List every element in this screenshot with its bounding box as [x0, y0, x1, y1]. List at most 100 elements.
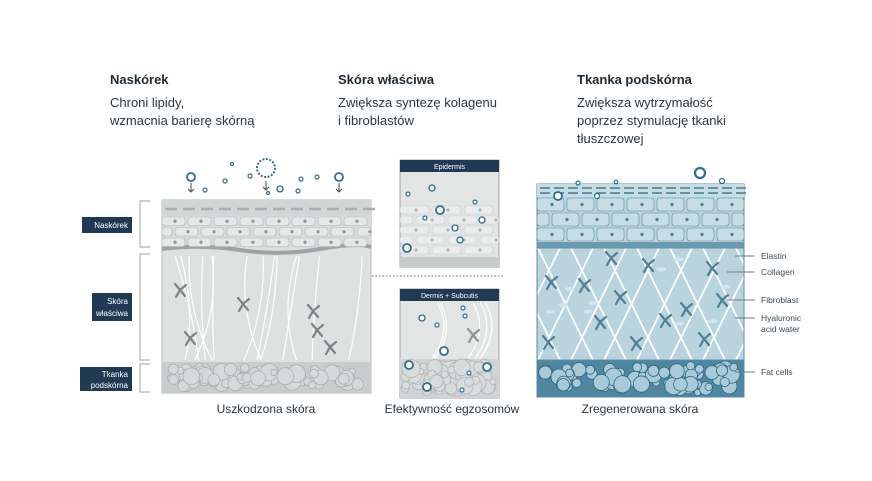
cell-nucleus — [414, 228, 418, 232]
fat-cell — [704, 382, 713, 392]
hyaluronic-droplet — [564, 286, 575, 291]
cell-nucleus — [730, 202, 734, 207]
fat-cell — [565, 368, 574, 378]
fat-cell — [464, 377, 474, 387]
fat-cell — [585, 364, 595, 375]
fat-cell — [716, 364, 729, 377]
collagen-fiber — [479, 302, 493, 359]
collagen-fiber — [348, 255, 363, 361]
label-epidermis: Naskórek — [82, 217, 132, 233]
legend-hyaluronic: acid water — [761, 324, 800, 334]
regenerated-skin-panel — [504, 183, 792, 398]
fat-cell — [694, 364, 705, 374]
cell-nucleus — [251, 240, 255, 244]
exosome-icon — [718, 177, 726, 185]
column-desc-line: i fibroblastów — [338, 113, 414, 128]
exosome-icon — [428, 184, 436, 192]
cell-nucleus — [580, 202, 584, 207]
hyaluronic-droplet — [557, 303, 568, 308]
exosome-icon — [553, 191, 563, 201]
collagen-fiber — [201, 255, 206, 361]
fat-cell — [182, 367, 201, 386]
exosome-icon — [482, 362, 492, 372]
collagen-fiber — [287, 255, 298, 361]
fibroblast-icon — [236, 296, 251, 313]
cell-nucleus — [355, 219, 359, 223]
column-desc-line: wzmacnia barierę skórną — [109, 113, 255, 128]
inset-dermis-subcutis: Dermis + Subcutis — [399, 288, 500, 399]
fibroblast-icon — [306, 303, 321, 320]
fat-cell — [647, 364, 660, 377]
cell-nucleus — [277, 219, 281, 223]
caption-regenerated: Zregenerowana skóra — [582, 402, 699, 416]
skin-cell — [479, 235, 500, 245]
label-dermis: Skóra właściwa — [92, 293, 132, 321]
exosome-icon — [222, 178, 228, 184]
exosome-icon — [265, 190, 271, 196]
cell-nucleus — [550, 232, 554, 237]
collagen-fiber — [434, 302, 447, 359]
fat-cell — [250, 370, 266, 387]
svg-text:Epidermis: Epidermis — [434, 164, 466, 171]
exosome-icon — [472, 199, 478, 205]
exosome-icon — [466, 370, 472, 376]
cell-nucleus — [290, 230, 294, 234]
exosome-icon — [202, 187, 208, 193]
caption-damaged: Uszkodzona skóra — [217, 402, 316, 416]
cell-nucleus — [173, 219, 177, 223]
svg-text:podskórna: podskórna — [91, 381, 129, 390]
cell-nucleus — [329, 240, 333, 244]
collagen-fiber — [669, 247, 726, 361]
damaged-skin-panel — [161, 199, 375, 394]
fat-cell — [307, 380, 317, 390]
fibroblast-icon — [697, 331, 712, 348]
arrow-down-icon — [335, 183, 343, 193]
cell-nucleus — [277, 240, 281, 244]
fat-cell — [440, 370, 449, 379]
fat-cell — [729, 362, 738, 372]
caption-exosomes: Efektywność egzosomów — [385, 402, 520, 416]
cell-nucleus — [414, 248, 418, 252]
cell-nucleus — [610, 232, 614, 237]
legend-fibroblast: Fibroblast — [761, 295, 799, 305]
hyaluronic-droplet — [674, 321, 685, 326]
collagen-fiber — [194, 255, 215, 361]
svg-text:Dermis + Subcutis: Dermis + Subcutis — [421, 293, 478, 300]
collagen-fiber — [474, 302, 488, 359]
fibroblast-icon — [466, 327, 481, 344]
fibroblast-icon — [613, 289, 628, 306]
cell-nucleus — [580, 232, 584, 237]
column-desc-line: Zwiększa syntezę kolagenu — [338, 95, 497, 110]
exosome-icon — [186, 172, 196, 182]
cell-nucleus — [446, 208, 450, 212]
exosome-cluster-icon — [256, 158, 276, 178]
cell-nucleus — [640, 232, 644, 237]
column-desc-line: poprzez stymulację tkanki — [577, 113, 726, 128]
fat-cell — [669, 363, 685, 379]
fat-cell — [351, 378, 364, 391]
exosome-icon — [229, 161, 235, 167]
cell-nucleus — [494, 218, 498, 222]
column-title-subcutis: Tkanka podskórna — [577, 72, 693, 87]
cell-nucleus — [225, 219, 229, 223]
fibroblast-icon — [577, 277, 592, 294]
cell-nucleus — [251, 219, 255, 223]
fat-cell — [270, 368, 278, 377]
exosome-icon — [422, 382, 432, 392]
collagen-fiber — [570, 247, 627, 361]
cell-nucleus — [430, 238, 434, 242]
exosome-icon — [478, 216, 486, 224]
cell-nucleus — [225, 240, 229, 244]
cell-nucleus — [316, 230, 320, 234]
fat-cell — [572, 378, 582, 388]
fibroblast-icon — [593, 314, 608, 331]
skin-cell — [536, 212, 550, 227]
column-title-dermis: Skóra właściwa — [338, 72, 435, 87]
skin-cell — [399, 235, 414, 245]
cell-nucleus — [303, 240, 307, 244]
fibroblast-icon — [173, 282, 188, 299]
exosome-icon — [276, 185, 284, 193]
fat-cell — [632, 362, 643, 373]
mask — [505, 248, 537, 360]
fibroblast-icon — [310, 322, 325, 339]
